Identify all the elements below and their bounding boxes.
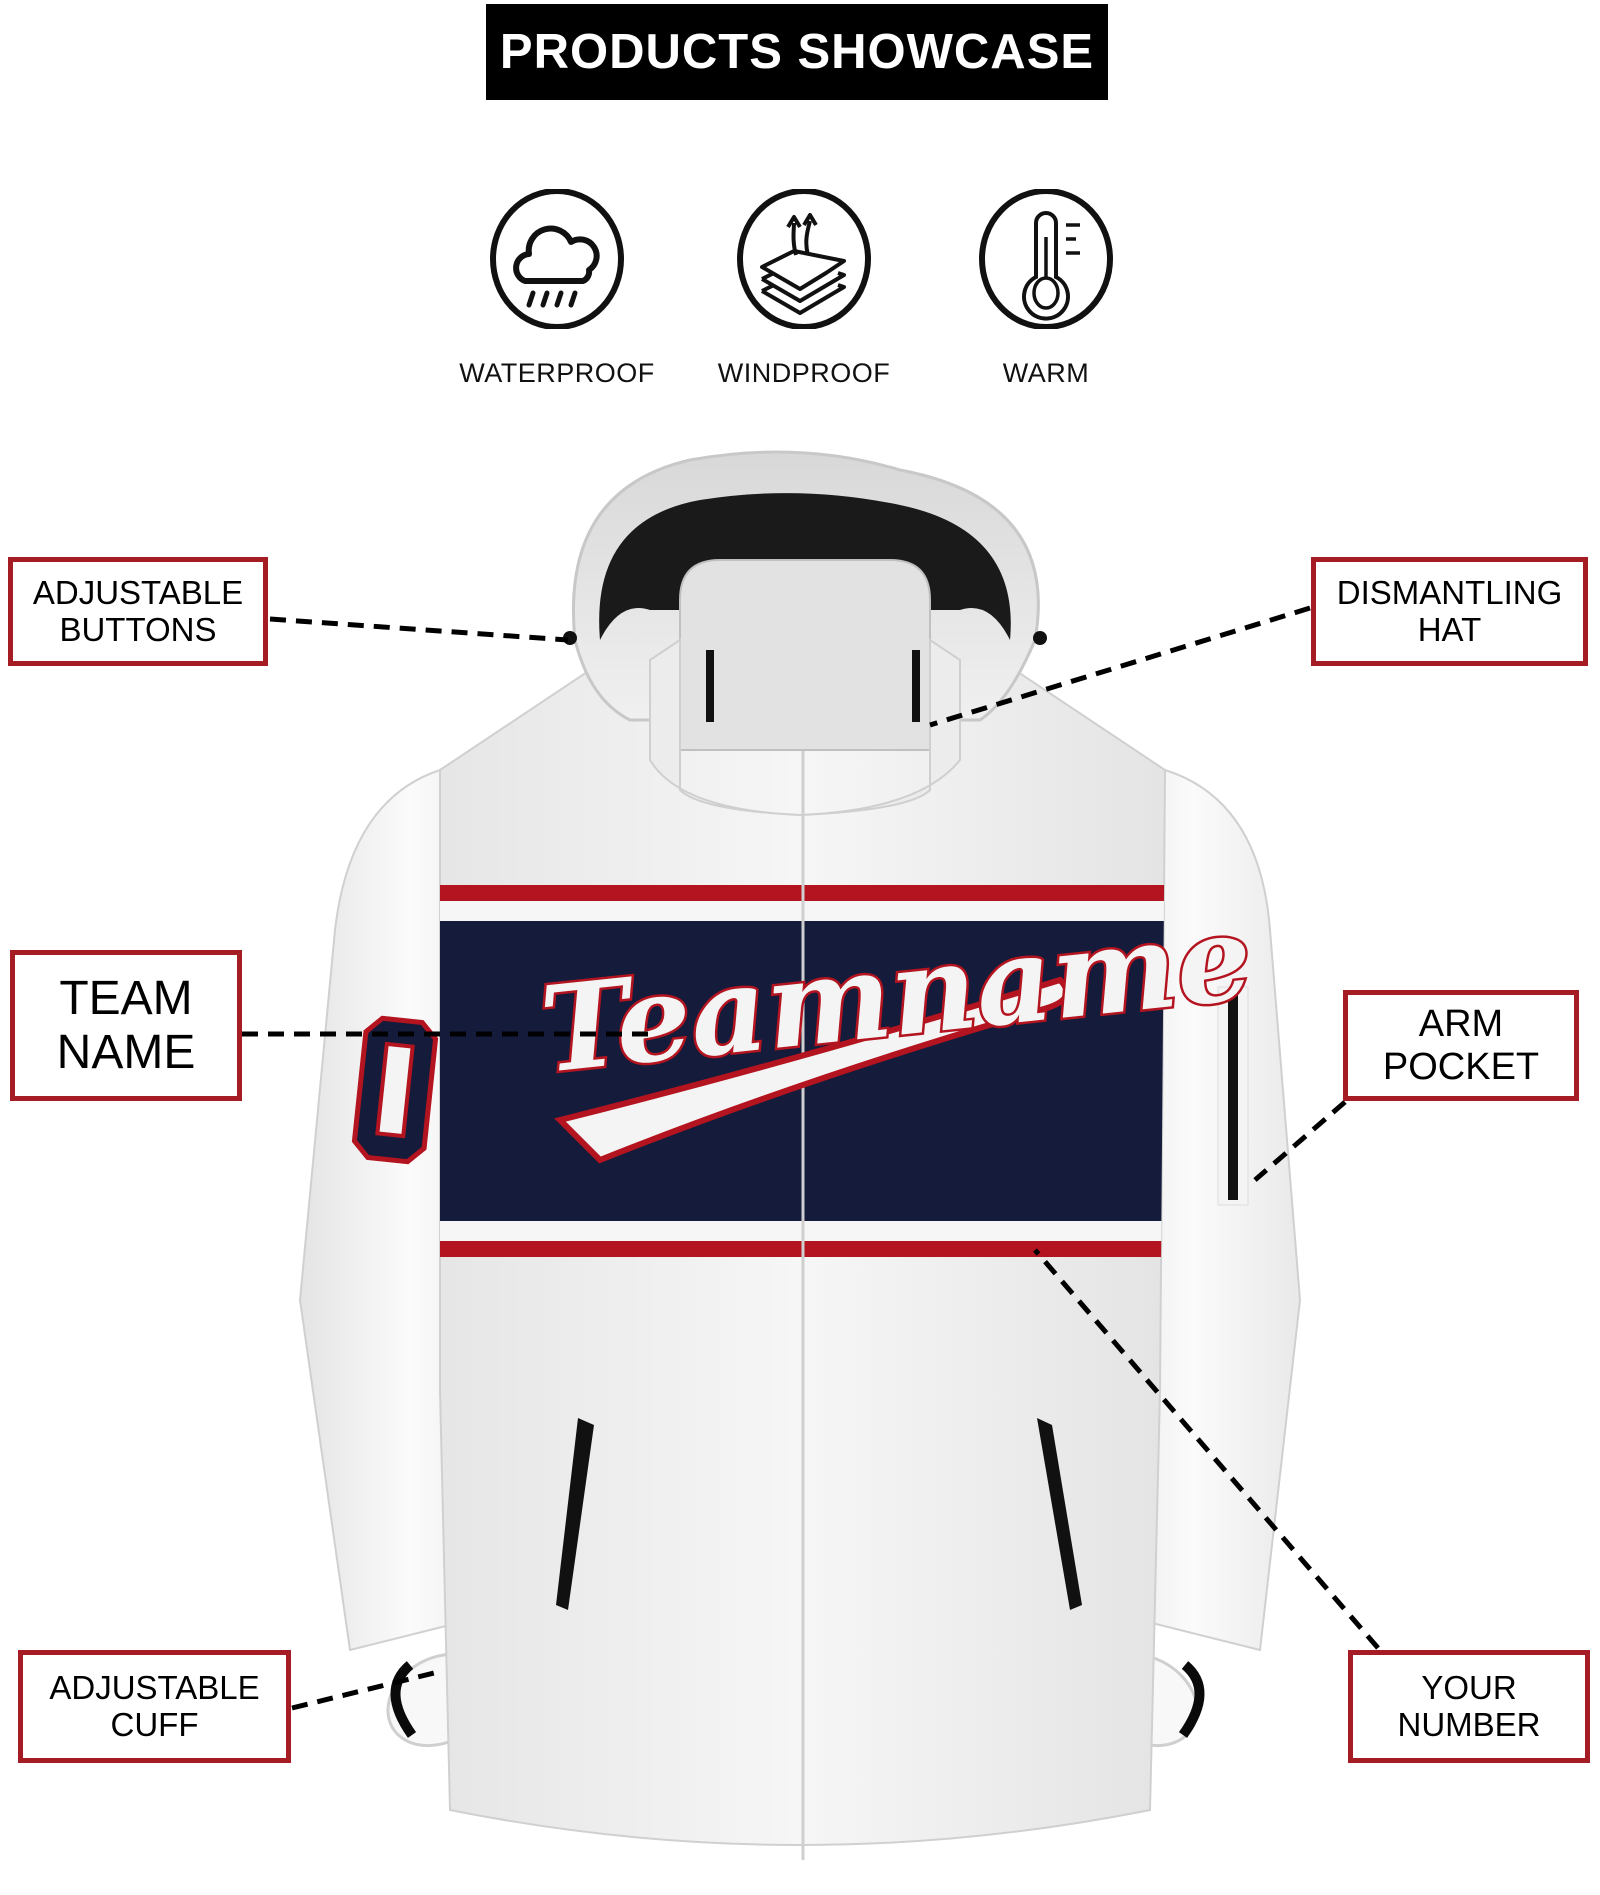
callout-line: ADJUSTABLE xyxy=(32,573,244,611)
callout-line: NAME xyxy=(56,1025,196,1079)
sleeve-number xyxy=(351,1015,439,1165)
left-toggle xyxy=(563,631,577,645)
products-showcase-header: PRODUCTS SHOWCASE xyxy=(486,4,1108,100)
callout-your-number: YOUR NUMBER xyxy=(1348,1650,1590,1763)
feature-label: WARM xyxy=(1002,358,1090,388)
callout-adjustable-buttons: ADJUSTABLE BUTTONS xyxy=(8,557,268,666)
callout-adjustable-cuff: ADJUSTABLE CUFF xyxy=(18,1650,291,1763)
feature-label: WATERPROOF xyxy=(459,358,655,388)
callout-line: TEAM xyxy=(59,971,193,1025)
cloud-rain-icon xyxy=(490,188,624,330)
layered-fabric-airflow-icon xyxy=(737,188,871,330)
callout-line: HAT xyxy=(1417,610,1482,648)
feature-waterproof: WATERPROOF xyxy=(437,188,677,389)
right-toggle xyxy=(1033,631,1047,645)
callout-line: DISMANTLING xyxy=(1336,573,1563,611)
callout-line: NUMBER xyxy=(1397,1705,1541,1743)
feature-label: WINDPROOF xyxy=(717,358,891,388)
feature-warm: WARM xyxy=(926,188,1166,389)
callout-dismantling-hat: DISMANTLING HAT xyxy=(1311,557,1588,666)
hood xyxy=(563,450,1047,817)
left-hand-pocket xyxy=(556,1418,594,1610)
page-title: PRODUCTS SHOWCASE xyxy=(499,25,1095,79)
callout-line: ADJUSTABLE xyxy=(49,1668,260,1706)
callout-line: ARM xyxy=(1418,1002,1504,1045)
callout-line: CUFF xyxy=(110,1705,199,1743)
callout-arm-pocket: ARM POCKET xyxy=(1343,990,1579,1101)
callout-line: POCKET xyxy=(1382,1045,1540,1088)
callout-team-name: TEAM NAME xyxy=(10,950,242,1101)
arm-pocket-zipper xyxy=(1228,992,1238,1200)
callout-line: YOUR xyxy=(1421,1668,1517,1706)
callout-line: BUTTONS xyxy=(59,610,217,648)
feature-windproof: WINDPROOF xyxy=(684,188,924,389)
thermometer-icon xyxy=(979,188,1113,330)
